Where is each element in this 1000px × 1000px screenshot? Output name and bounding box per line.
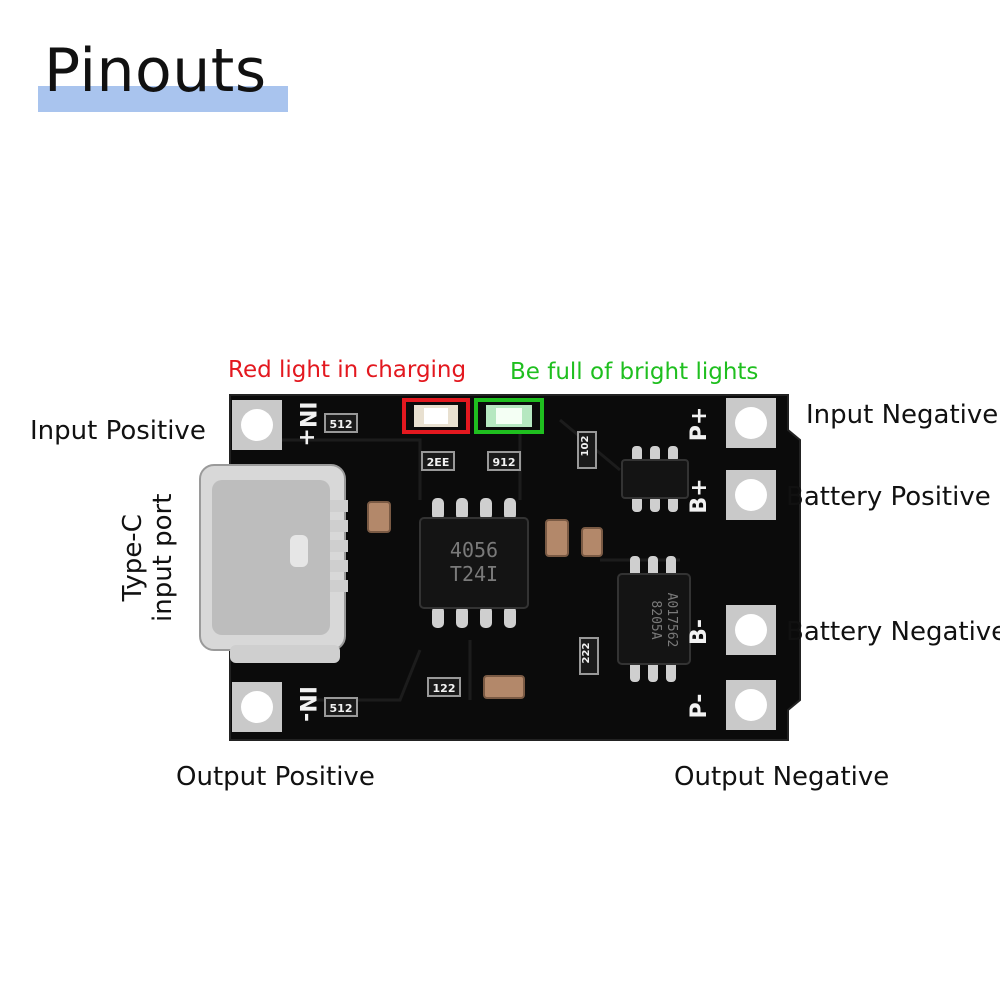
charger-chip: 4056 T24I — [419, 498, 529, 628]
battery-negative-label: Battery Negative — [786, 617, 1000, 647]
page-title: Pinouts — [44, 36, 267, 106]
pad-battery-positive — [726, 470, 776, 520]
green-light-label: Be full of bright lights — [510, 359, 759, 385]
input-positive-label: Input Positive — [30, 416, 206, 446]
resistor-r5: 222 — [579, 637, 599, 675]
resistor-r1: 512 — [324, 413, 358, 433]
svg-text:102: 102 — [580, 436, 591, 457]
svg-text:A017562: A017562 — [664, 593, 679, 648]
svg-text:T24I: T24I — [450, 562, 498, 586]
capacitor-c2 — [545, 519, 569, 557]
svg-text:512: 512 — [330, 702, 353, 715]
capacitor-c3 — [581, 527, 603, 557]
pad-output-positive — [232, 682, 282, 732]
svg-text:122: 122 — [433, 682, 456, 695]
pad-battery-negative — [726, 605, 776, 655]
title-highlight-bar — [38, 86, 288, 112]
svg-text:512: 512 — [330, 418, 353, 431]
type-c-label: Type-C input port — [118, 494, 178, 622]
silk-p-minus: P- — [687, 694, 712, 719]
svg-text:8205A: 8205A — [648, 600, 663, 639]
resistor-r4: 102 — [577, 431, 597, 469]
capacitor-c4 — [483, 675, 525, 699]
svg-text:912: 912 — [493, 456, 516, 469]
resistor-r2: 2EE — [421, 451, 455, 471]
input-negative-label: Input Negative — [806, 400, 999, 430]
silk-b-minus: B- — [687, 619, 712, 645]
svg-text:222: 222 — [581, 643, 592, 664]
green-led — [474, 398, 544, 434]
pad-output-negative — [726, 680, 776, 730]
svg-text:2EE: 2EE — [427, 456, 450, 469]
type-c-label-line1: Type-C — [118, 514, 148, 602]
resistor-r3: 912 — [487, 451, 521, 471]
battery-positive-label: Battery Positive — [786, 482, 991, 512]
pad-input-positive — [232, 400, 282, 450]
mosfet-chip: 8205A A017562 — [617, 556, 691, 682]
pad-input-negative — [726, 398, 776, 448]
output-negative-label: Output Negative — [674, 762, 890, 792]
capacitor-c1 — [367, 501, 391, 533]
red-led — [402, 398, 470, 434]
silk-p-plus: P+ — [687, 407, 712, 442]
silk-in-minus: IN- — [294, 686, 319, 722]
red-light-label: Red light in charging — [228, 357, 467, 383]
type-c-connector — [199, 464, 348, 663]
silk-in-plus: IN+ — [294, 401, 319, 446]
type-c-label-line2: input port — [148, 493, 178, 622]
svg-text:4056: 4056 — [450, 538, 498, 562]
silk-b-plus: B+ — [687, 478, 712, 513]
protection-ic — [621, 446, 689, 512]
resistor-r7: 512 — [324, 697, 358, 717]
output-positive-label: Output Positive — [176, 762, 375, 792]
resistor-r6: 122 — [427, 677, 461, 697]
